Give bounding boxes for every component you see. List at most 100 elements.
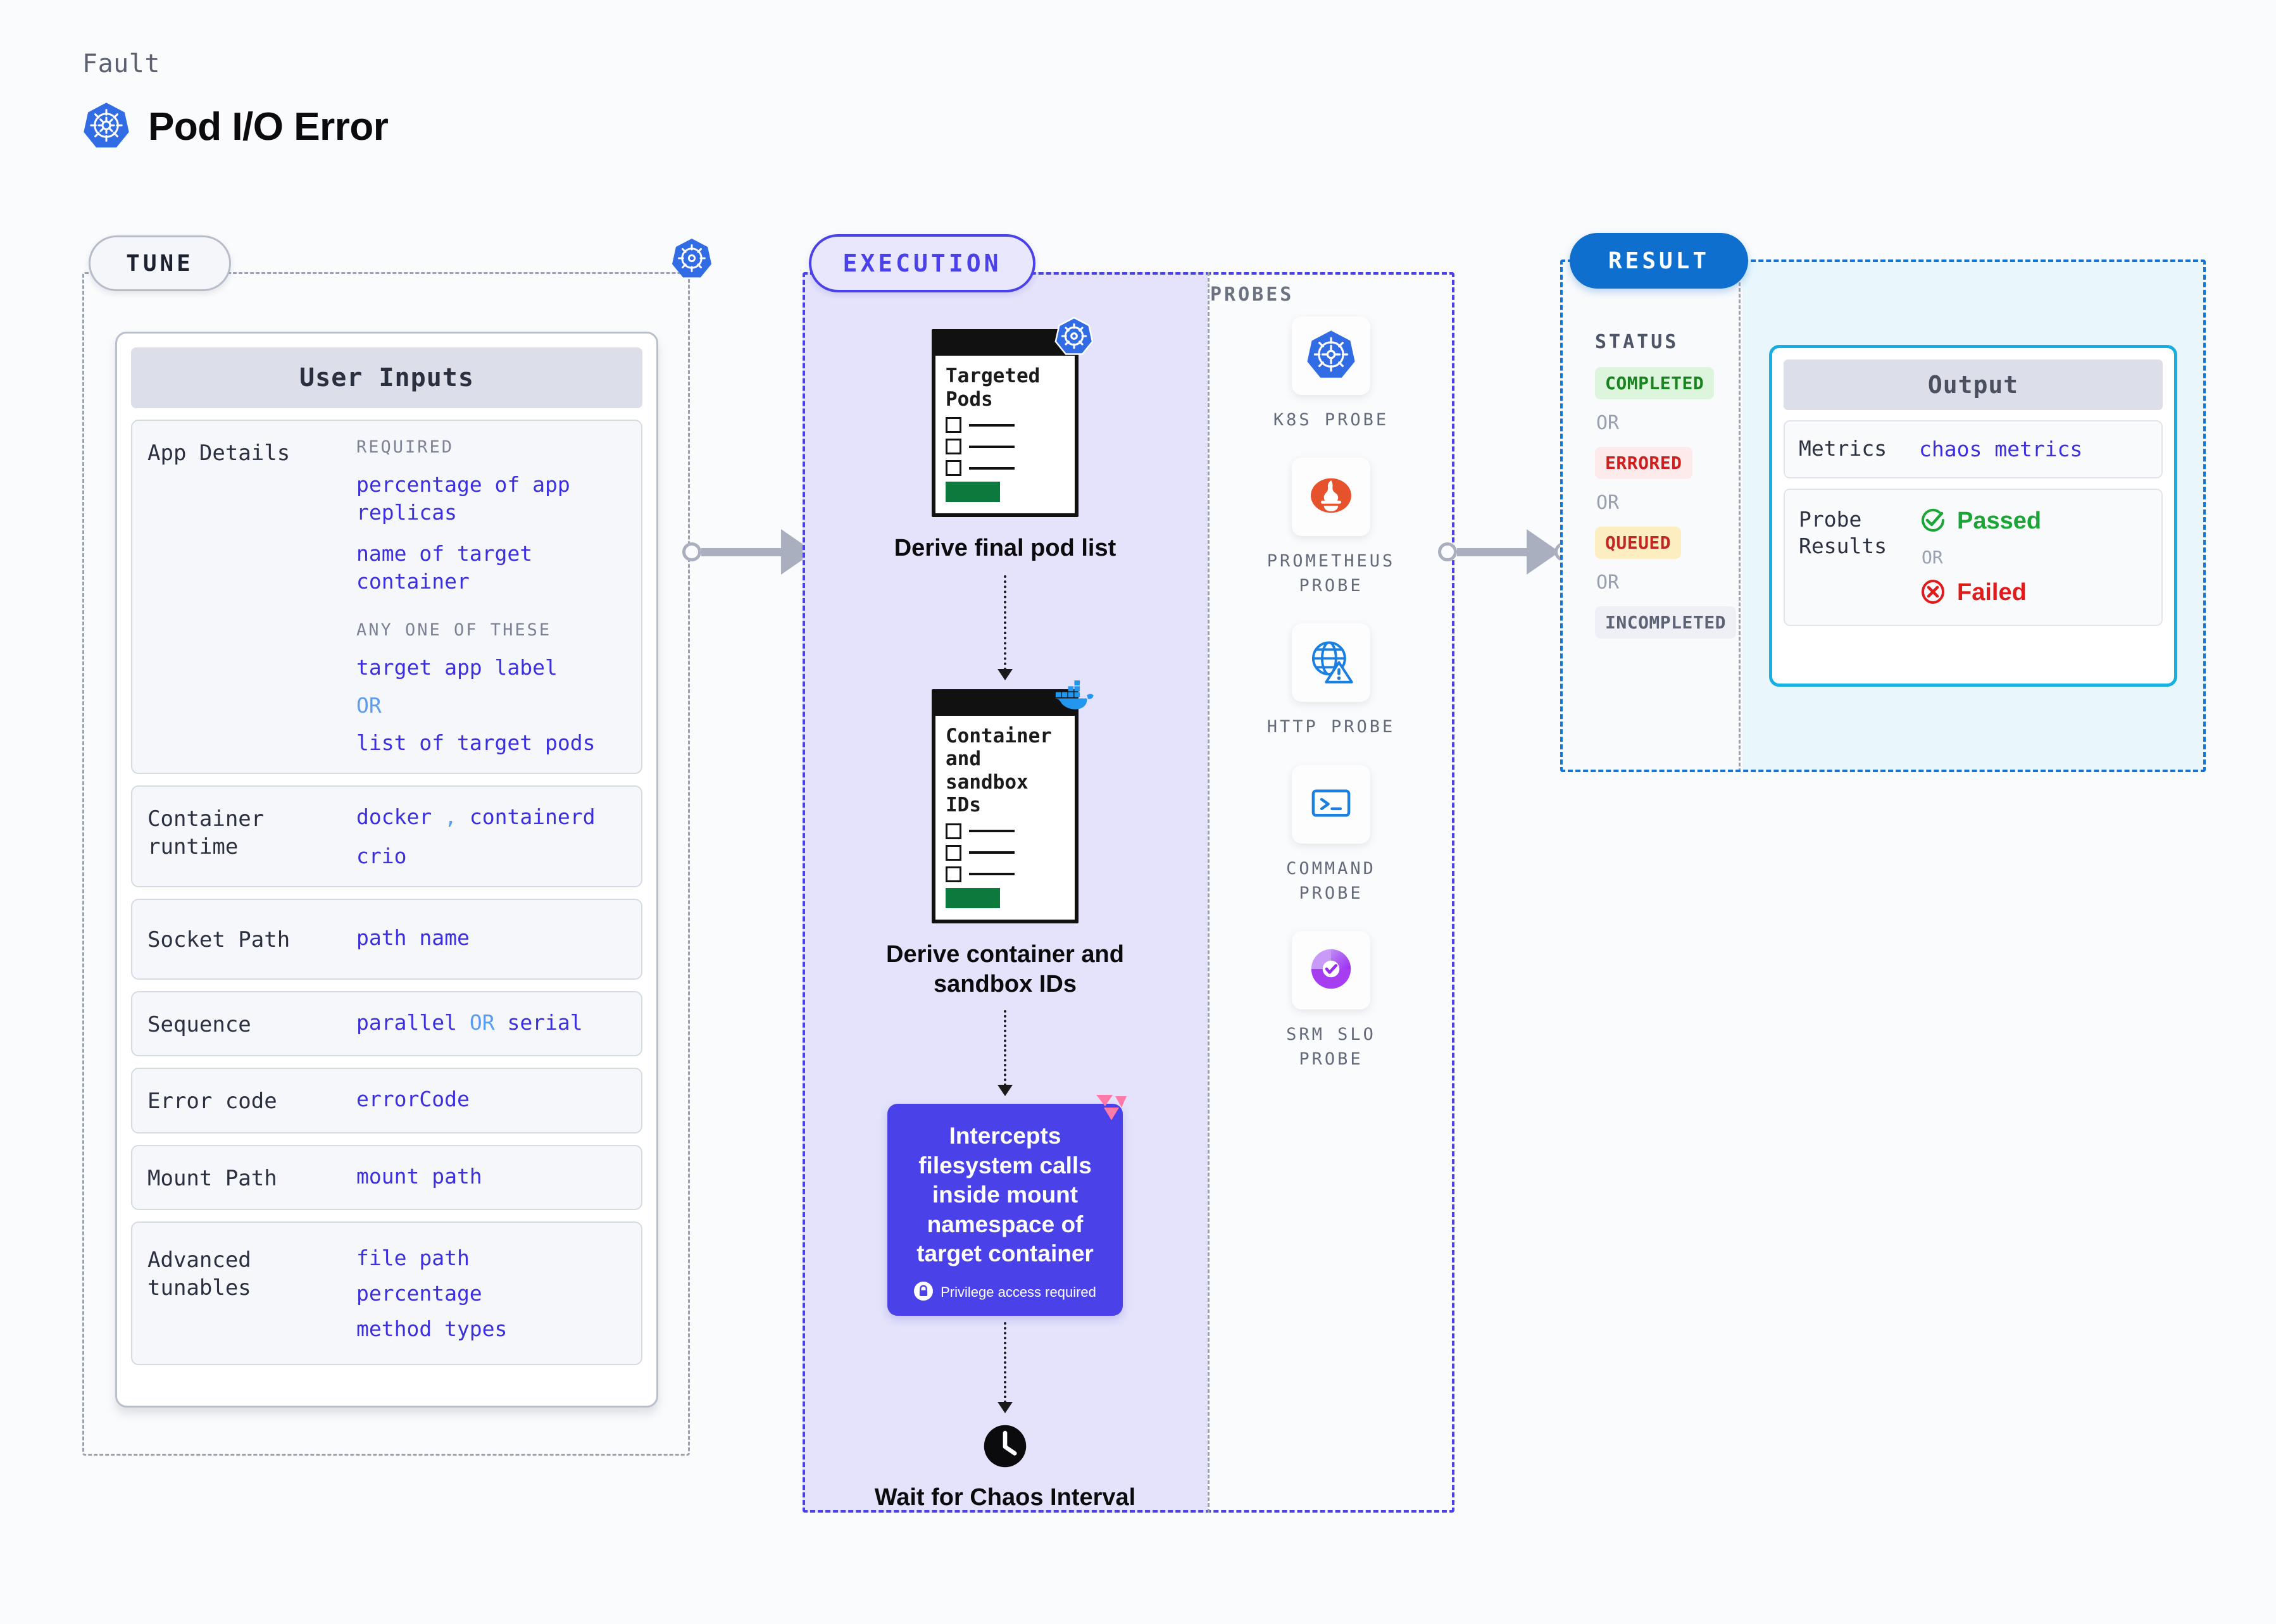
- checklist-row: [946, 844, 1065, 861]
- litmus-icon: [1094, 1092, 1129, 1125]
- tune-row-label: App Details: [147, 440, 291, 466]
- chaos-action-node[interactable]: Intercepts filesystem calls inside mount…: [887, 1094, 1127, 1316]
- probe-tile: [1292, 765, 1370, 844]
- tune-value: method types: [356, 1316, 508, 1341]
- tune-row-error-code[interactable]: Error code errorCode: [131, 1068, 642, 1134]
- checklist-row: [946, 417, 1065, 434]
- probe-item-http[interactable]: HTTP PROBE: [1267, 623, 1396, 739]
- probe-tile: [1292, 316, 1370, 395]
- output-row-metrics[interactable]: Metrics chaos metrics: [1784, 420, 2163, 478]
- tune-row-label: Error code: [147, 1089, 277, 1115]
- tune-value: percentage: [356, 1280, 482, 1306]
- tune-value-separator: ,: [444, 804, 457, 830]
- or-separator: OR: [1922, 546, 1943, 568]
- tune-value: errorCode: [356, 1087, 470, 1112]
- tune-value: list of target pods: [356, 730, 596, 755]
- connector-arrowhead: [997, 1402, 1013, 1414]
- tune-value: path name: [356, 925, 470, 951]
- terminal-icon: [1308, 780, 1354, 829]
- probe-item-srm-slo[interactable]: SRM SLO PROBE: [1249, 930, 1413, 1071]
- probe-name: HTTP PROBE: [1266, 717, 1396, 737]
- tune-row-mount-path[interactable]: Mount Path mount path: [131, 1144, 642, 1211]
- line-placeholder: [969, 466, 1015, 470]
- status-badge-list: COMPLETED OR ERRORED OR QUEUED OR INCOMP…: [1595, 367, 1747, 639]
- line-placeholder: [969, 851, 1015, 854]
- document-card-title: Container and sandbox IDs: [946, 724, 1052, 817]
- checklist-row: [946, 460, 1065, 477]
- line-placeholder: [969, 423, 1015, 427]
- checklist-row: [946, 866, 1065, 882]
- kubernetes-icon: [671, 237, 713, 282]
- card-titlebar: [935, 692, 1075, 716]
- probe-result-passed: Passed: [1919, 506, 2148, 537]
- document-card-title: Targeted Pods: [946, 365, 1041, 411]
- execution-flow-column: Targeted Pods: [866, 316, 1144, 1513]
- output-row-label: Metrics: [1799, 436, 1887, 461]
- flow-step-container-sandbox-ids[interactable]: Container and sandbox IDs: [866, 680, 1144, 1000]
- tune-row-label: Socket Path: [147, 927, 291, 953]
- page-title: Pod I/O Error: [148, 104, 389, 149]
- connector-dot: [682, 542, 701, 561]
- lock-icon: [914, 1282, 934, 1303]
- flow-step-wait-interval[interactable]: Wait for Chaos Interval: [866, 1422, 1144, 1513]
- probe-item-command[interactable]: COMMAND PROBE: [1249, 765, 1413, 906]
- tune-value: docker: [356, 804, 432, 830]
- tune-value: containerd: [469, 804, 596, 830]
- user-inputs-title: User Inputs: [131, 347, 642, 408]
- line-placeholder: [969, 445, 1015, 448]
- checklist-row: [946, 439, 1065, 455]
- probe-tile: [1292, 930, 1370, 1009]
- tune-row-socket-path[interactable]: Socket Path path name: [131, 899, 642, 980]
- tune-row-container-runtime[interactable]: Container runtime docker , containerd cr…: [131, 785, 642, 888]
- kubernetes-icon: [1306, 329, 1356, 382]
- flow-connector: [866, 1322, 1144, 1414]
- line-placeholder: [969, 873, 1015, 876]
- tune-row-app-details[interactable]: App Details REQUIRED percentage of app r…: [131, 420, 642, 775]
- probe-tile: [1292, 458, 1370, 537]
- checkbox-icon: [946, 823, 961, 839]
- tune-value: mount path: [356, 1163, 482, 1189]
- probe-item-prometheus[interactable]: PROMETHEUS PROBE: [1249, 458, 1413, 598]
- or-separator: OR: [1596, 572, 1620, 594]
- connector-arrowhead: [997, 668, 1013, 680]
- line-placeholder: [969, 830, 1015, 833]
- green-progress-bar: [946, 887, 1000, 908]
- flow-step-targeted-pods[interactable]: Targeted Pods: [866, 316, 1144, 564]
- probe-name: K8S PROBE: [1273, 410, 1389, 430]
- tune-row-sequence[interactable]: Sequence parallel OR serial: [131, 990, 642, 1057]
- kubernetes-icon: [82, 101, 130, 152]
- connector-line: [1457, 547, 1527, 556]
- result-section-pill[interactable]: RESULT: [1570, 233, 1748, 289]
- connector-execution-to-result: [1438, 529, 1573, 575]
- probe-item-k8s[interactable]: K8S PROBE: [1273, 316, 1389, 432]
- fault-eyebrow-label: Fault: [82, 49, 160, 78]
- privilege-note-text: Privilege access required: [941, 1284, 1096, 1301]
- tune-section-boundary: [82, 272, 690, 1456]
- result-status-column: [1560, 259, 1741, 772]
- page-title-row: Pod I/O Error: [82, 101, 389, 152]
- tune-row-label: Container runtime: [147, 806, 265, 859]
- or-separator: OR: [1596, 412, 1620, 434]
- probes-label: PROBES: [1210, 284, 1294, 306]
- status-label: STATUS: [1595, 331, 1679, 353]
- execution-section-pill[interactable]: EXECUTION: [809, 234, 1035, 292]
- output-card: Output Metrics chaos metrics Probe Resul…: [1769, 345, 2177, 687]
- tune-row-advanced-tunables[interactable]: Advanced tunables file path percentage m…: [131, 1221, 642, 1366]
- tune-value: parallel: [356, 1009, 457, 1035]
- output-row-probe-results[interactable]: Probe Results Passed OR: [1784, 488, 2163, 626]
- output-card-title: Output: [1784, 359, 2163, 410]
- docker-icon: [1049, 678, 1096, 718]
- flow-connector: [866, 1009, 1144, 1096]
- tune-value: file path: [356, 1246, 470, 1271]
- checkbox-icon: [946, 844, 961, 861]
- tune-value: target app label: [356, 655, 558, 680]
- connector-dot: [1438, 542, 1457, 561]
- tune-section-pill[interactable]: TUNE: [89, 235, 231, 291]
- tune-or-separator: OR: [356, 692, 382, 718]
- connector-line: [1004, 575, 1006, 670]
- probe-name: SRM SLO PROBE: [1286, 1024, 1376, 1069]
- probe-tile: [1292, 623, 1370, 703]
- privilege-note: Privilege access required: [901, 1282, 1109, 1303]
- user-inputs-card: User Inputs App Details REQUIRED percent…: [115, 332, 658, 1408]
- tune-row-label: Sequence: [147, 1011, 251, 1037]
